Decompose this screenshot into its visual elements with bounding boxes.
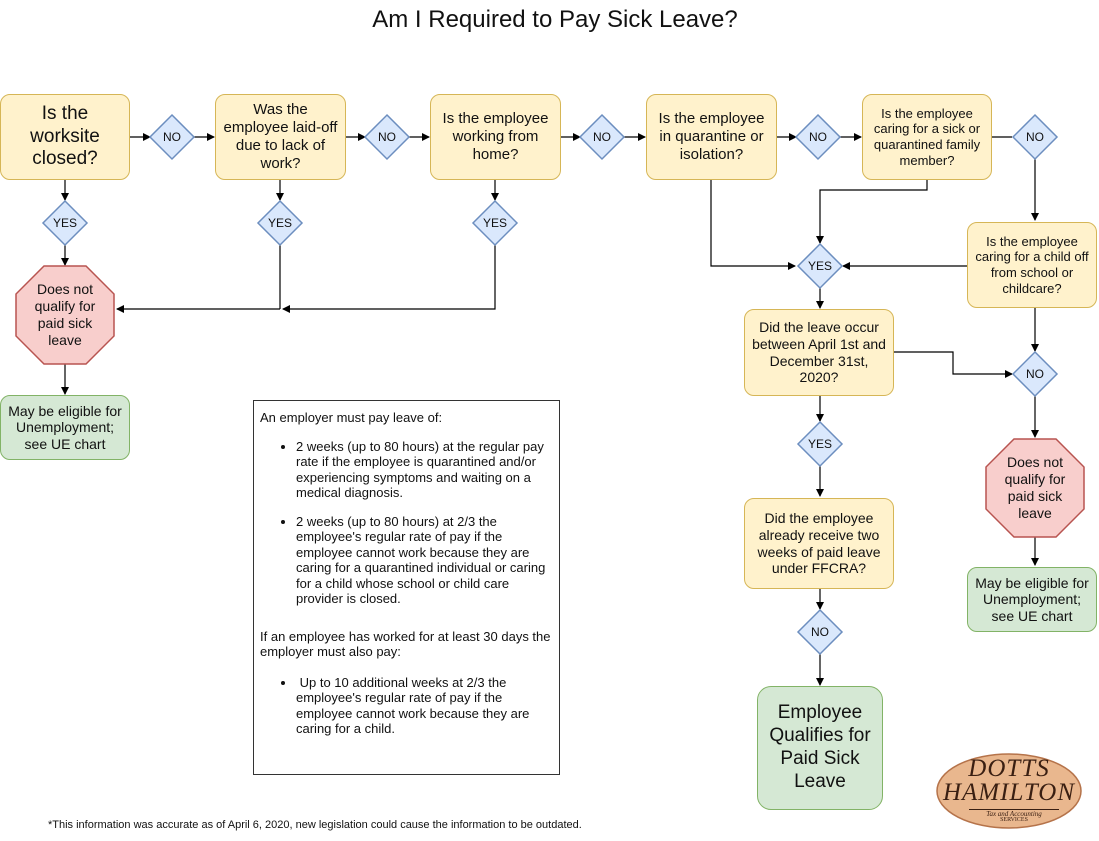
employer-pay-info-box: An employer must pay leave of: 2 weeks (… <box>253 400 560 775</box>
yes-diamond-4 <box>796 242 844 290</box>
not-qualify-text: Does not qualify for paid sick leave <box>1004 454 1066 521</box>
yes-label: YES <box>807 437 832 451</box>
no-label: NO <box>378 130 396 144</box>
question-worksite-closed: Is the worksite closed? <box>0 94 130 180</box>
info-intro: An employer must pay leave of: <box>260 410 443 425</box>
page-title: Am I Required to Pay Sick Leave? <box>372 6 738 33</box>
stop-octagon-icon <box>15 265 115 365</box>
question-quarantine: Is the employee in quarantine or isolati… <box>646 94 777 180</box>
no-diamond-5 <box>1011 113 1059 161</box>
yes-label: YES <box>482 216 507 230</box>
logo-line-2: HAMILTON <box>942 779 1076 806</box>
not-qualify-text: Does not qualify for paid sick leave <box>34 281 96 348</box>
yes-label: YES <box>52 216 77 230</box>
no-label: NO <box>1026 367 1044 381</box>
logo-line-3: Tax and Accounting <box>969 809 1059 818</box>
yes-label: YES <box>267 216 292 230</box>
info-intro-2: If an employee has worked for at least 3… <box>260 628 551 660</box>
no-label: NO <box>1026 130 1044 144</box>
result-unemployment-left: May be eligible for Unemployment; see UE… <box>0 395 130 460</box>
yes-diamond-2 <box>256 199 304 247</box>
info-bullet: 2 weeks (up to 80 hours) at 2/3 the empl… <box>296 514 551 607</box>
question-caring-family: Is the employee caring for a sick or qua… <box>862 94 992 180</box>
yes-diamond-5 <box>796 420 844 468</box>
no-label: NO <box>809 130 827 144</box>
result-qualifies: Employee Qualifies for Paid Sick Leave <box>757 686 883 810</box>
info-bullet-list: 2 weeks (up to 80 hours) at the regular … <box>260 439 551 607</box>
no-diamond-2 <box>363 113 411 161</box>
no-diamond-7 <box>796 608 844 656</box>
question-leave-dates: Did the leave occur between April 1st an… <box>744 309 894 396</box>
logo-line-1: DOTTS <box>968 755 1050 782</box>
no-diamond-3 <box>578 113 626 161</box>
info-bullet: Up to 10 additional weeks at 2/3 the emp… <box>296 675 551 737</box>
yes-diamond-3 <box>471 199 519 247</box>
result-not-qualify-left: Does not qualify for paid sick leave <box>15 265 115 365</box>
dotts-hamilton-logo: DOTTS HAMILTON Tax and Accounting SERVIC… <box>935 752 1083 830</box>
result-not-qualify-right: Does not qualify for paid sick leave <box>985 438 1085 538</box>
footnote: *This information was accurate as of Apr… <box>48 819 582 831</box>
stop-octagon-icon <box>985 438 1085 538</box>
no-diamond-6 <box>1011 350 1059 398</box>
question-caring-child: Is the employee caring for a child off f… <box>967 222 1097 308</box>
logo-line-4: SERVICES <box>1000 817 1028 823</box>
yes-label: YES <box>807 259 832 273</box>
yes-diamond-1 <box>41 199 89 247</box>
question-laid-off: Was the employee laid-off due to lack of… <box>215 94 346 180</box>
question-working-from-home: Is the employee working from home? <box>430 94 561 180</box>
no-diamond-1 <box>148 113 196 161</box>
no-label: NO <box>163 130 181 144</box>
no-label: NO <box>593 130 611 144</box>
info-bullet-list-2: Up to 10 additional weeks at 2/3 the emp… <box>260 675 551 737</box>
question-already-received: Did the employee already receive two wee… <box>744 498 894 589</box>
result-unemployment-right: May be eligible for Unemployment; see UE… <box>967 567 1097 632</box>
no-diamond-4 <box>794 113 842 161</box>
info-bullet: 2 weeks (up to 80 hours) at the regular … <box>296 439 551 501</box>
no-label: NO <box>811 625 829 639</box>
